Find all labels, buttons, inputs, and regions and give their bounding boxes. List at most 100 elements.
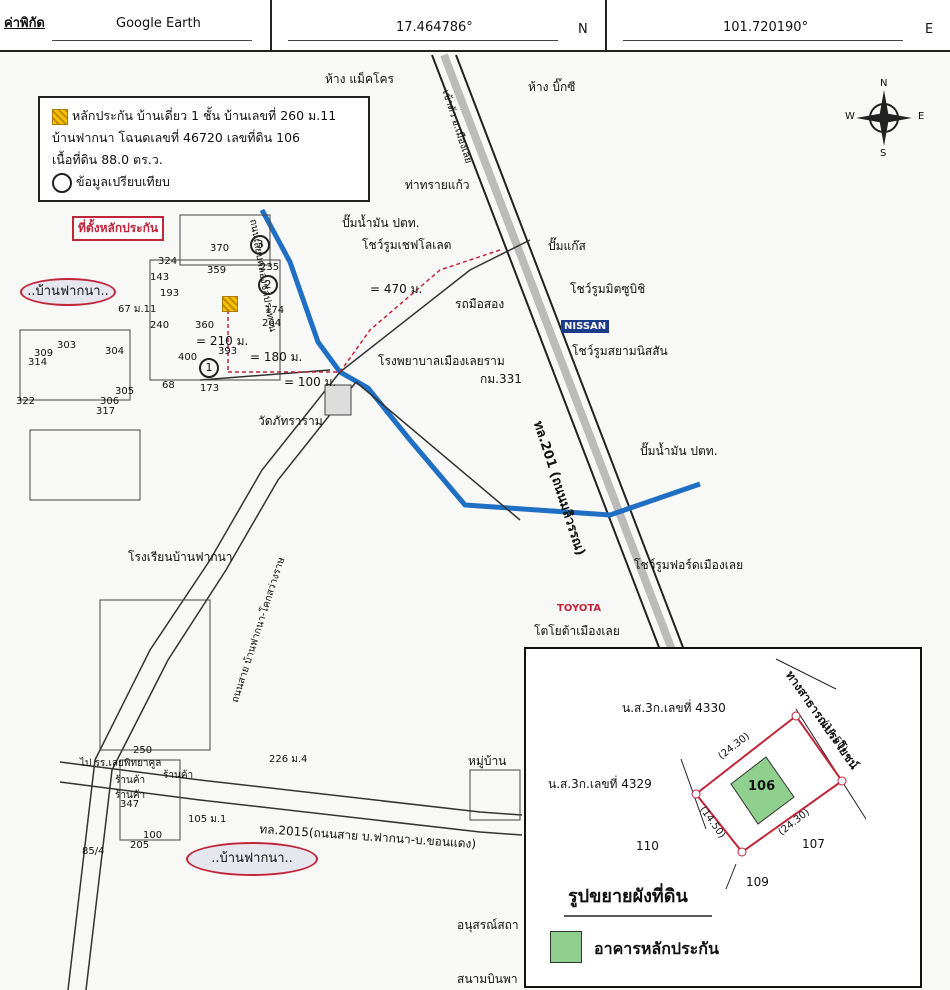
compass-rose [856,90,912,146]
school-label: โรงเรียนบ้านฟากนา [128,550,233,564]
longitude-value: 101.720190° [723,20,809,35]
used-car-label: รถมือสอง [455,297,505,311]
inset-title: รูปขยายผังที่ดิน [568,886,688,907]
distance-470: = 470 ม. [370,282,423,296]
distance-210: = 210 ม. [196,334,249,348]
house-number: 303 [57,340,77,351]
bigc-label: ห้าง บิ๊กซี [528,80,576,94]
house-number: 226 ม.4 [269,754,308,765]
house-number: 393 [218,346,238,357]
deed-4330-label: น.ส.3ก.เลขที่ 4330 [622,701,726,715]
latitude-value: 17.464786° [396,20,473,35]
nissan-logo: NISSAN [561,320,610,333]
ptt1-label: ปั๊มน้ำมัน ปตท. [342,216,420,230]
house-number: 322 [16,396,36,407]
plot-inset: น.ส.3ก.เลขที่ 4330 น.ส.3ก.เลขที่ 4329 10… [524,647,922,988]
comparison-marker-3: 3 [250,235,270,255]
collateral-marker-icon [222,296,238,312]
village-bubble-1: ..บ้านฟากนา.. [20,278,116,306]
house-number: 143 [150,272,170,283]
mitsubishi-label: โชว์รูมมิตซูบิชิ [570,282,646,296]
tha-sai-kaew-label: ท่าทรายแก้ว [405,178,470,192]
house-number: 305 [115,386,135,397]
shop2-label: ร้านค้า [163,770,194,781]
ford-label: โชว์รูมฟอร์ดเมืองเลย [634,558,744,572]
airport-label: สนามบินพา [457,972,518,986]
house-number: 100 [143,830,163,841]
house-number: 304 [105,346,125,357]
house-number: 347 [120,799,140,810]
canal [259,208,701,518]
moo-ban-label: หมู่บ้าน [468,754,507,768]
building-legend-label: อาคารหลักประกัน [594,939,719,958]
parcel-number: 106 [748,779,776,794]
house-number: 67 ม.11 [118,304,157,315]
chevrolet-label: โชว์รูมเชฟโลเลต [362,238,452,252]
coord-source: Google Earth [116,16,201,31]
compass-e: E [918,111,925,122]
compass-n: N [880,78,888,89]
house-number: 68 [162,380,175,391]
coord-label: ค่าพิกัด [4,16,45,31]
house-number: 173 [200,383,220,394]
ptt2-label: ปั๊มน้ำมัน ปตท. [640,444,718,458]
comparison-marker-1: 1 [199,358,219,378]
distance-180: = 180 ม. [250,350,303,364]
toyota-label: โตโยต้าเมืองเลย [534,624,620,638]
distance-100: = 100 ม. [284,375,337,389]
hospital-label: โรงพยาบาลเมืองเลยราม [378,354,505,368]
house-number: 306 [100,396,120,407]
collateral-location-label: ที่ตั้งหลักประกัน [72,216,165,241]
parcel-109: 109 [746,875,769,889]
house-number: 174 [265,305,285,316]
shop3-label: ร้านค้า [115,790,146,801]
house-number: 359 [207,265,227,276]
house-number: 250 [133,745,153,756]
parcel-110: 110 [636,839,659,853]
collateral-hatch-icon [52,108,68,125]
coordinate-header: ค่าพิกัด Google Earth 17.464786° N 101.7… [0,0,950,52]
nissan-label: โชว์รูมสยามนิสสัน [572,344,668,358]
km-label: กม.331 [480,372,522,386]
house-number: 240 [150,320,170,331]
comparison-marker-2: 2 [258,275,278,295]
gas-label: ปั๊มแก๊ส [548,239,586,253]
house-number: 264 [262,318,282,329]
legend-line2: บ้านฟากนา โฉนดเลขที่ 46720 เลขที่ดิน 106 [52,130,301,145]
parcel-107: 107 [802,837,825,851]
route-line [228,249,501,373]
house-number: 105 ม.1 [188,814,227,825]
deed-4329-label: น.ส.3ก.เลขที่ 4329 [548,777,652,791]
village-bubble-2: ..บ้านฟากนา.. [186,842,318,876]
shop1-label: ร้านค้า [115,775,146,786]
house-number: 235 [260,262,280,273]
legend-line4: ข้อมูลเปรียบเทียบ [75,174,170,189]
house-number: 360 [195,320,215,331]
house-number: 205 [130,840,150,851]
building-swatch-icon [550,931,582,963]
house-number: 400 [178,352,198,363]
village-blocks [19,214,521,841]
house-number: 85/4 [82,846,105,857]
house-number: 309 [34,348,54,359]
house-number: 370 [210,243,230,254]
longitude-dir: E [925,22,934,37]
legend-line3: เนื้อที่ดิน 88.0 ตร.ว. [52,152,163,167]
house-number: 324 [158,256,178,267]
house-number: 193 [160,288,180,299]
toyota-logo: TOYOTA [557,603,602,614]
to-school-label: ไป รร.เลยพิทยาคูล [80,758,162,769]
house-number: 314 [28,357,48,368]
temple-label: วัดภัทราราม [258,414,323,428]
monument-label: อนุสรณ์สถา [457,918,519,932]
compass-w: W [845,111,855,122]
makro-label: ห้าง แม็คโคร [325,72,394,86]
village-road [59,239,531,990]
plot-diagram [564,658,867,917]
comparison-circle-icon [52,172,72,193]
latitude-dir: N [578,22,588,37]
legend-box: หลักประกัน บ้านเดี่ยว 1 ชั้น บ้านเลขที่ … [38,96,370,202]
compass-s: S [880,148,887,159]
